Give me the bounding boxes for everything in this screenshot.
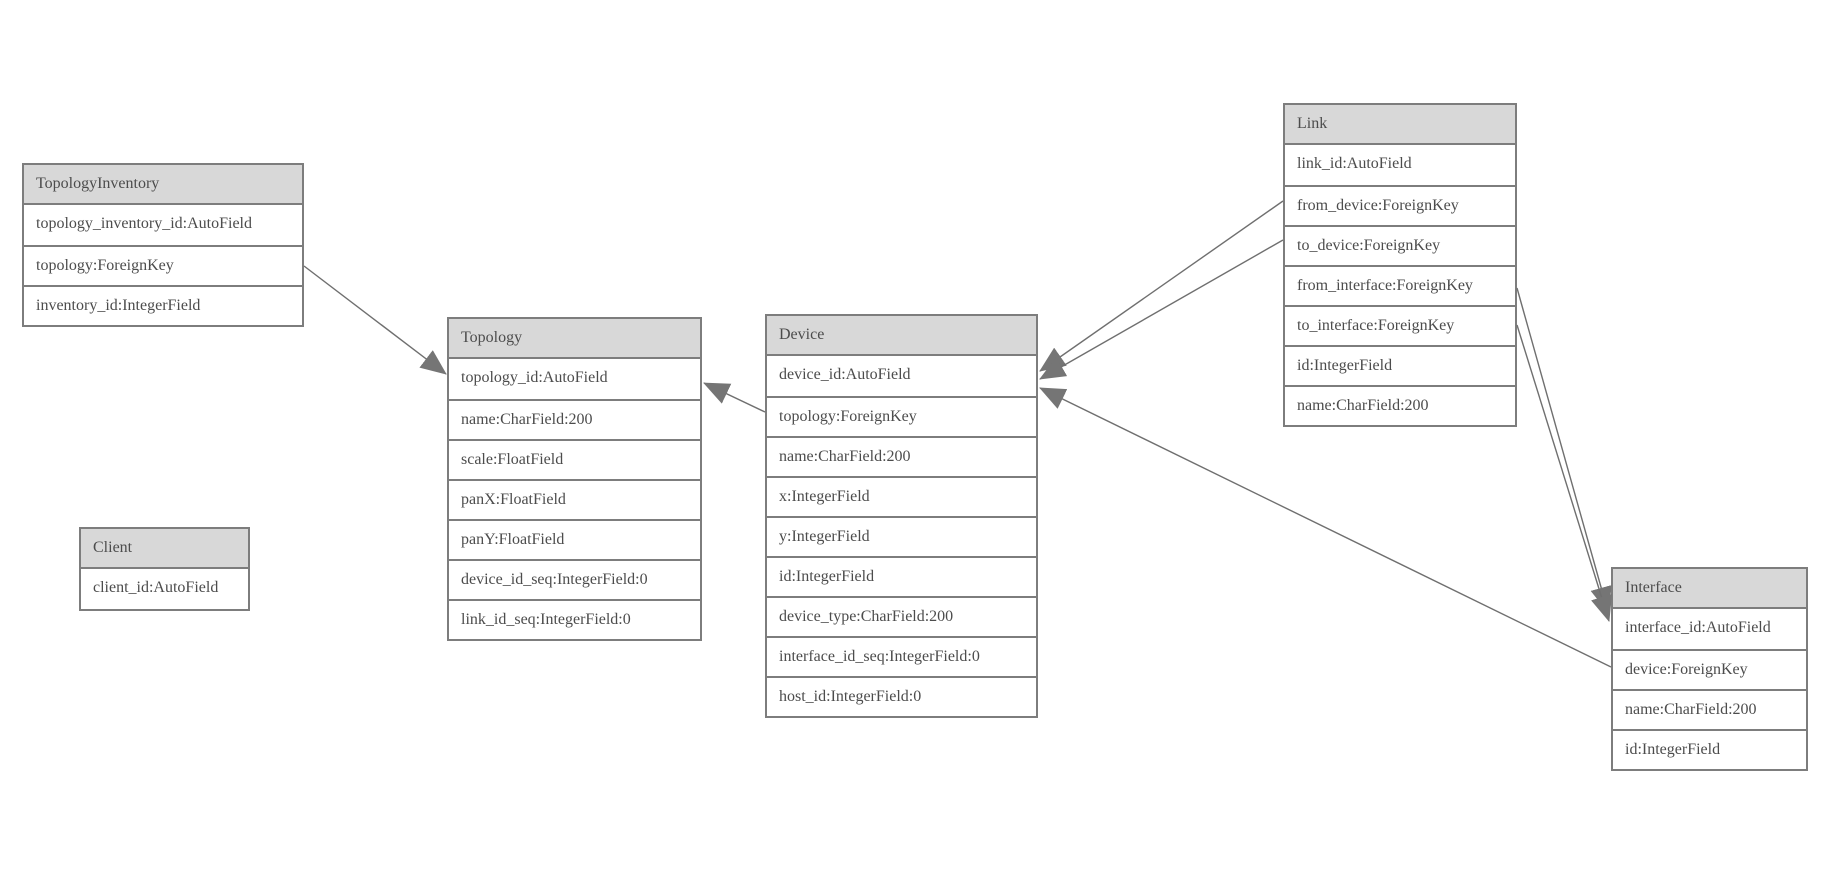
field-row: interface_id_seq:IntegerField:0 [767, 636, 1036, 676]
field-row: device_type:CharField:200 [767, 596, 1036, 636]
field-row: interface_id:AutoField [1625, 619, 1771, 636]
edge-device-topology [703, 382, 766, 413]
entity-topology: Topology topology_id:AutoField name:Char… [447, 317, 702, 641]
field-row: name:CharField:200 [1285, 385, 1515, 425]
edge-link-frominterface-interface [1516, 287, 1612, 613]
entity-title: Client [81, 529, 248, 569]
entity-topologyinventory: TopologyInventory topology_inventory_id:… [22, 163, 304, 327]
field-row: panX:FloatField [449, 479, 700, 519]
field-row: topology_id:AutoField [461, 369, 608, 386]
field-row: name:CharField:200 [767, 436, 1036, 476]
field-row: device_id_seq:IntegerField:0 [449, 559, 700, 599]
field-row: device:ForeignKey [1613, 649, 1806, 689]
field-row: panY:FloatField [449, 519, 700, 559]
field-row: link_id:AutoField [1297, 155, 1412, 172]
field-row: device_id:AutoField [779, 366, 911, 383]
field-row: name:CharField:200 [449, 399, 700, 439]
field-row: client_id:AutoField [93, 579, 219, 596]
entity-title: TopologyInventory [24, 165, 302, 205]
field-row: to_device:ForeignKey [1285, 225, 1515, 265]
field-row: y:IntegerField [767, 516, 1036, 556]
edge-link-fromdevice-device [1039, 200, 1284, 372]
field-row: topology_inventory_id:AutoField [36, 215, 252, 232]
field-row: link_id_seq:IntegerField:0 [449, 599, 700, 639]
field-row: topology:ForeignKey [24, 245, 302, 285]
entity-title: Link [1285, 105, 1515, 145]
entity-link: Link link_id:AutoField from_device:Forei… [1283, 103, 1517, 427]
edge-topologyinventory-topology [303, 265, 447, 375]
edge-link-tointerface-interface [1516, 324, 1613, 622]
field-row: id:IntegerField [1285, 345, 1515, 385]
entity-client: Client client_id:AutoField [79, 527, 250, 611]
edge-link-todevice-device [1039, 239, 1284, 380]
entity-title: Topology [449, 319, 700, 359]
field-row: from_interface:ForeignKey [1285, 265, 1515, 305]
field-row: topology:ForeignKey [767, 396, 1036, 436]
entity-device: Device device_id:AutoField topology:Fore… [765, 314, 1038, 718]
entity-title: Device [767, 316, 1036, 356]
entity-title: Interface [1613, 569, 1806, 609]
field-row: id:IntegerField [1613, 729, 1806, 769]
field-row: to_interface:ForeignKey [1285, 305, 1515, 345]
field-row: from_device:ForeignKey [1285, 185, 1515, 225]
field-row: id:IntegerField [767, 556, 1036, 596]
field-row: name:CharField:200 [1613, 689, 1806, 729]
field-row: x:IntegerField [767, 476, 1036, 516]
field-row: scale:FloatField [449, 439, 700, 479]
entity-interface: Interface interface_id:AutoField device:… [1611, 567, 1808, 771]
field-row: host_id:IntegerField:0 [767, 676, 1036, 716]
field-row: inventory_id:IntegerField [24, 285, 302, 325]
edge-interface-device [1039, 387, 1612, 668]
